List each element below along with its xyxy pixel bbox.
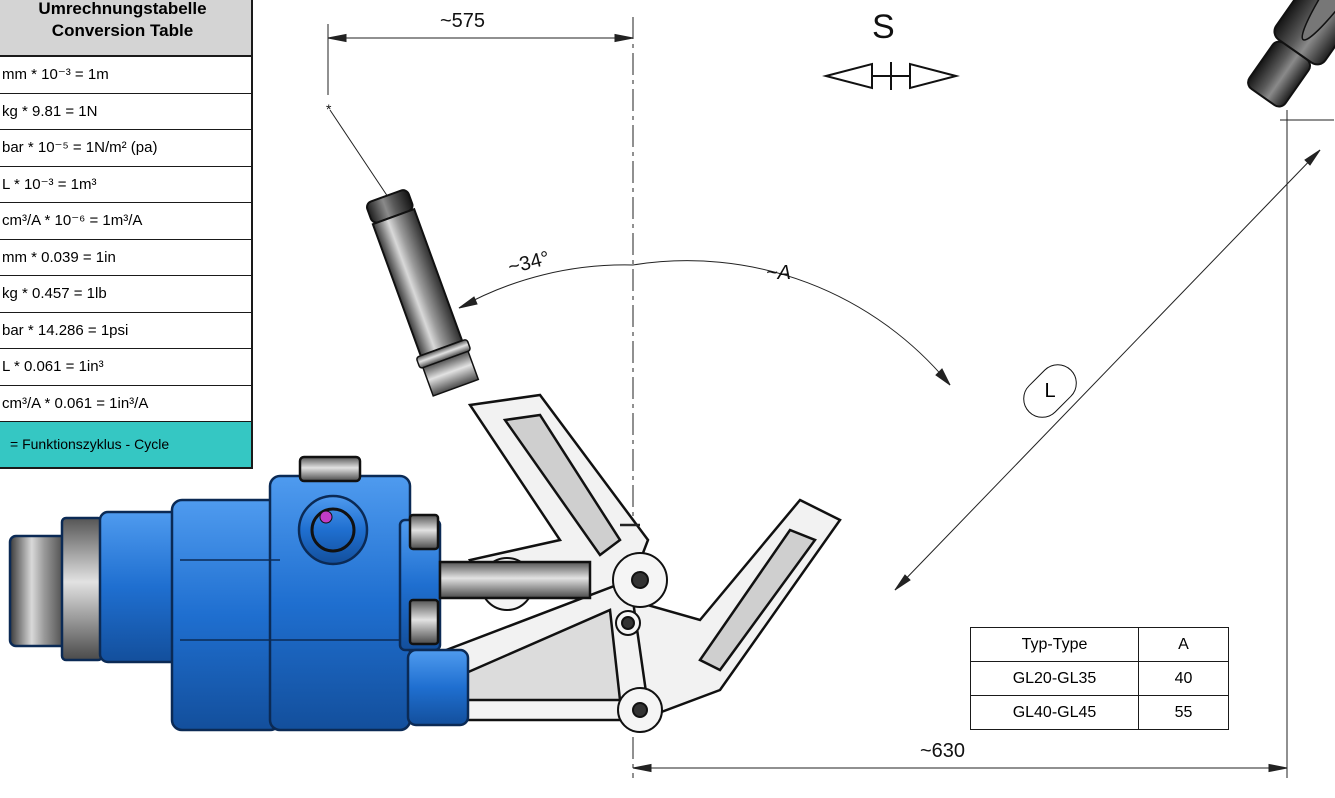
type-table: Typ-Type A GL20-GL35 40 GL40-GL45 55 [970, 627, 1229, 730]
conversion-row: cm³/A * 10⁻⁶ = 1m³/A [0, 203, 251, 240]
direction-arrows [822, 62, 960, 90]
handle-lever [1247, 0, 1335, 108]
conversion-row: bar * 10⁻⁵ = 1N/m² (pa) [0, 130, 251, 167]
lever-linkage [418, 393, 842, 722]
type-cell: GL20-GL35 [970, 661, 1139, 696]
direction-label: S [872, 8, 895, 46]
conversion-row: mm * 10⁻³ = 1m [0, 57, 251, 94]
table-row: GL20-GL35 40 [970, 661, 1229, 696]
cycle-legend: = Funktionszyklus - Cycle [0, 422, 251, 467]
conversion-title-en: Conversion Table [51, 21, 194, 40]
table-row: GL40-GL45 55 [970, 695, 1229, 730]
conversion-row: kg * 9.81 = 1N [0, 94, 251, 130]
a-cell: 40 [1138, 661, 1229, 696]
type-header: Typ-Type [970, 627, 1139, 662]
conversion-title-de: Umrechnungstabelle [38, 0, 207, 18]
a-header: A [1138, 627, 1229, 662]
upright-handle [366, 189, 480, 397]
angle-a-dimension: ~A [766, 262, 792, 284]
conversion-table-header: Umrechnungstabelle Conversion Table [0, 0, 251, 57]
conversion-row: L * 0.061 = 1in³ [0, 349, 251, 386]
conversion-table: Umrechnungstabelle Conversion Table mm *… [0, 0, 253, 469]
valve-body [8, 455, 592, 732]
length-label: L [1044, 379, 1056, 402]
bottom-width-dimension: ~630 [920, 740, 966, 762]
conversion-row: bar * 14.286 = 1psi [0, 313, 251, 349]
conversion-row: cm³/A * 0.061 = 1in³/A [0, 386, 251, 422]
type-cell: GL40-GL45 [970, 695, 1139, 730]
conversion-row: L * 10⁻³ = 1m³ [0, 167, 251, 203]
dimension-star: * [326, 101, 332, 117]
conversion-row: kg * 0.457 = 1lb [0, 276, 251, 313]
conversion-row: mm * 0.039 = 1in [0, 240, 251, 276]
dimension-lines [327, 17, 1334, 778]
a-cell: 55 [1138, 695, 1229, 730]
top-width-dimension: ~575 [440, 10, 486, 32]
table-row: Typ-Type A [970, 627, 1229, 662]
